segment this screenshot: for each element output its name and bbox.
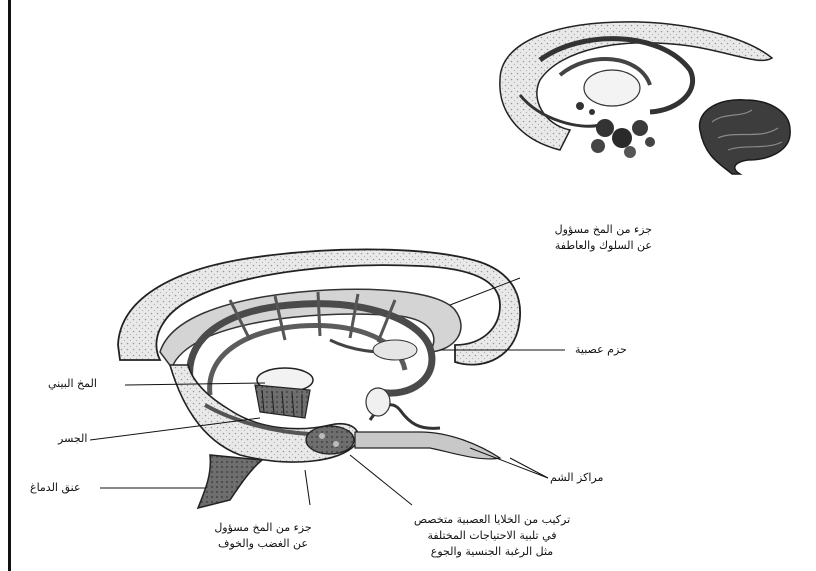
whole-brain-icon (700, 100, 791, 174)
label-bridge: الجسر (58, 431, 87, 447)
label-line: تركيب من الخلايا العصبية متخصص (378, 512, 606, 528)
label-thalamus: المخ البيني (48, 376, 97, 392)
label-hypothalamus: تركيب من الخلايا العصبية متخصص في تلبية … (378, 512, 606, 560)
label-line: جزء من المخ مسؤول (212, 520, 314, 536)
label-line: جزء من المخ مسؤول (510, 222, 652, 238)
label-line: مثل الرغبة الجنسية والجوع (378, 544, 606, 560)
limbic-system-illustration (118, 249, 520, 508)
label-line: عن السلوك والعاطفة (510, 238, 652, 254)
label-line: عن الغضب والخوف (212, 536, 314, 552)
label-anger-fear: جزء من المخ مسؤول عن الغضب والخوف (212, 520, 314, 552)
label-nerve-fibers: حزم عصبية (575, 342, 627, 358)
label-brainstem: عنق الدماغ (30, 480, 81, 496)
label-olfactory-centers: مراكز الشم (550, 470, 603, 486)
label-line: في تلبية الاحتياجات المختلفة (378, 528, 606, 544)
label-behavior-emotion: جزء من المخ مسؤول عن السلوك والعاطفة (510, 222, 652, 254)
